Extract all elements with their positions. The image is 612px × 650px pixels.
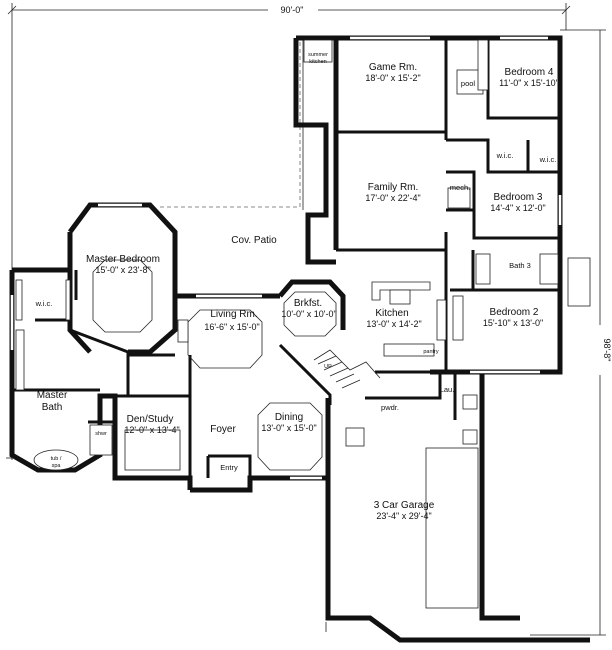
mech-label: mech. (450, 183, 470, 192)
den-name: Den/Study (127, 414, 174, 425)
interior-walls (12, 38, 560, 478)
game-room-size: 18'-0" x 15'-2" (365, 73, 420, 83)
bedroom4-closet-label: w.i.c. (496, 151, 514, 160)
bedroom2-size: 15'-10" x 13'-0" (483, 318, 543, 328)
shower-label: shwr (95, 431, 107, 437)
windows (10, 36, 562, 480)
bedroom4-size: 11'-0" x 15'-10" (499, 78, 559, 88)
den-size: 12'-0" x 13'-4" (124, 425, 179, 435)
bath3-label: Bath 3 (509, 261, 531, 270)
bedroom4-name: Bedroom 4 (505, 67, 554, 78)
depth-dimension-line (530, 29, 606, 636)
summer-kitchen-label-1: summer (308, 52, 328, 58)
brkfst-name: Brkfst. (294, 298, 322, 309)
bedroom3-size: 14'-4" x 12'-0" (490, 203, 545, 213)
tub-label-1: tub / (51, 456, 62, 462)
pool-bath-label: pool (461, 79, 476, 88)
summer-kitchen-label-2: kitchen (309, 59, 326, 65)
family-room-name: Family Rm. (368, 182, 419, 193)
laundry-label: Lau. (440, 385, 455, 394)
family-room-size: 17'-0" x 22'-4" (365, 193, 420, 203)
master-bath-label-1: Master (37, 390, 68, 401)
powder-room-label: pwdr. (381, 403, 399, 412)
patio-outline (160, 39, 301, 208)
garage-name: 3 Car Garage (374, 500, 435, 511)
brkfst-octagon (283, 291, 337, 337)
dining-name: Dining (275, 412, 303, 423)
stair-up-label: UP (324, 364, 332, 370)
living-room-size: 16'-6" x 15'-0" (204, 322, 259, 332)
bedroom3-name: Bedroom 3 (494, 192, 543, 203)
game-room-name: Game Rm. (369, 62, 417, 73)
master-closet-label: w.i.c. (35, 299, 53, 308)
exterior-walls (9, 35, 590, 643)
master-bedroom-name: Master Bedroom (86, 254, 160, 265)
master-bedroom-size: 15'-0" x 23'-8" (95, 265, 150, 275)
brkfst-size: 10'-0" x 10'-0" (281, 309, 336, 319)
master-bath-label-2: Bath (42, 402, 63, 413)
living-room-name: Living Rm. (210, 309, 257, 320)
dining-size: 13'-0" x 15'-0" (261, 423, 316, 433)
bedroom3-closet-label: w.i.c. (539, 155, 557, 164)
master-tray-ceiling (92, 259, 153, 333)
dining-tray-ceiling (257, 402, 323, 471)
overall-width-label: 90'-0" (281, 5, 304, 15)
kitchen-name: Kitchen (375, 308, 408, 319)
pantry-label: pantry (423, 349, 439, 355)
foyer-label: Foyer (210, 424, 236, 435)
fixtures (15, 39, 591, 609)
kitchen-size: 13'-0" x 14'-2" (366, 319, 421, 329)
overall-depth-label: 98'-8" (602, 339, 612, 362)
patio-name: Cov. Patio (231, 235, 277, 246)
entry-label: Entry (220, 463, 238, 472)
garage-size: 23'-4" x 29'-4" (376, 511, 431, 521)
bedroom2-name: Bedroom 2 (490, 307, 539, 318)
tub-label-2: spa (52, 463, 62, 469)
